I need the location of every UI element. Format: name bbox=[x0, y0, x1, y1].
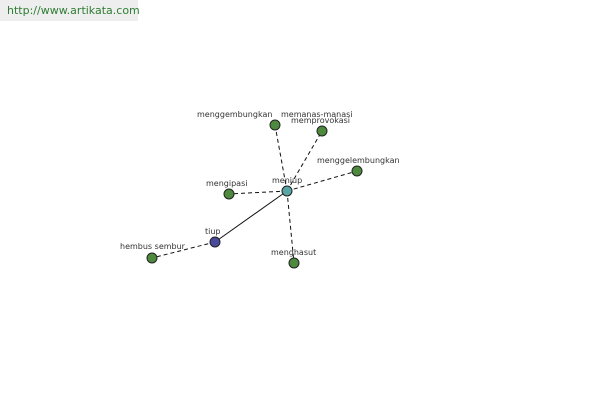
node-menggembungkan[interactable] bbox=[269, 119, 281, 131]
graph-edges bbox=[151, 124, 358, 264]
node-label-tiup[interactable]: tiup bbox=[205, 227, 221, 236]
node-memprovokasi[interactable] bbox=[316, 125, 328, 137]
edge-meniup-tiup bbox=[214, 190, 288, 243]
node-tiup[interactable] bbox=[209, 236, 221, 248]
edge-meniup-menggelembungkan bbox=[286, 170, 358, 192]
node-label-hembus_sembur[interactable]: hembus sembur bbox=[120, 242, 186, 251]
node-label-memprovokasi[interactable]: memprovokasi bbox=[291, 116, 350, 125]
node-label-menghasut[interactable]: menghasut bbox=[271, 248, 316, 257]
node-mengipasi[interactable] bbox=[223, 188, 235, 200]
node-hembus_sembur[interactable] bbox=[146, 252, 158, 264]
node-label-mengipasi[interactable]: mengipasi bbox=[206, 179, 247, 188]
node-label-menggembungkan[interactable]: menggembungkan bbox=[197, 110, 272, 119]
node-menggelembungkan[interactable] bbox=[351, 165, 363, 177]
edge-meniup-mengipasi bbox=[228, 190, 288, 195]
node-label-meniup[interactable]: meniup bbox=[272, 176, 302, 185]
node-menghasut[interactable] bbox=[288, 257, 300, 269]
node-label-memanas_manasi[interactable]: memanas-manasi bbox=[281, 110, 353, 119]
node-label-menggelembungkan[interactable]: menggelembungkan bbox=[317, 156, 400, 165]
edge-tiup-hembus_sembur bbox=[151, 241, 216, 259]
site-url-watermark: http://www.artikata.com bbox=[0, 0, 140, 21]
graph-nodes bbox=[146, 119, 363, 269]
edge-meniup-memprovokasi bbox=[286, 130, 323, 192]
graph-labels: meniup tiup hembus sembur menggembungkan mem… bbox=[120, 110, 400, 257]
node-meniup[interactable] bbox=[281, 185, 293, 197]
edge-meniup-menghasut bbox=[286, 190, 295, 264]
